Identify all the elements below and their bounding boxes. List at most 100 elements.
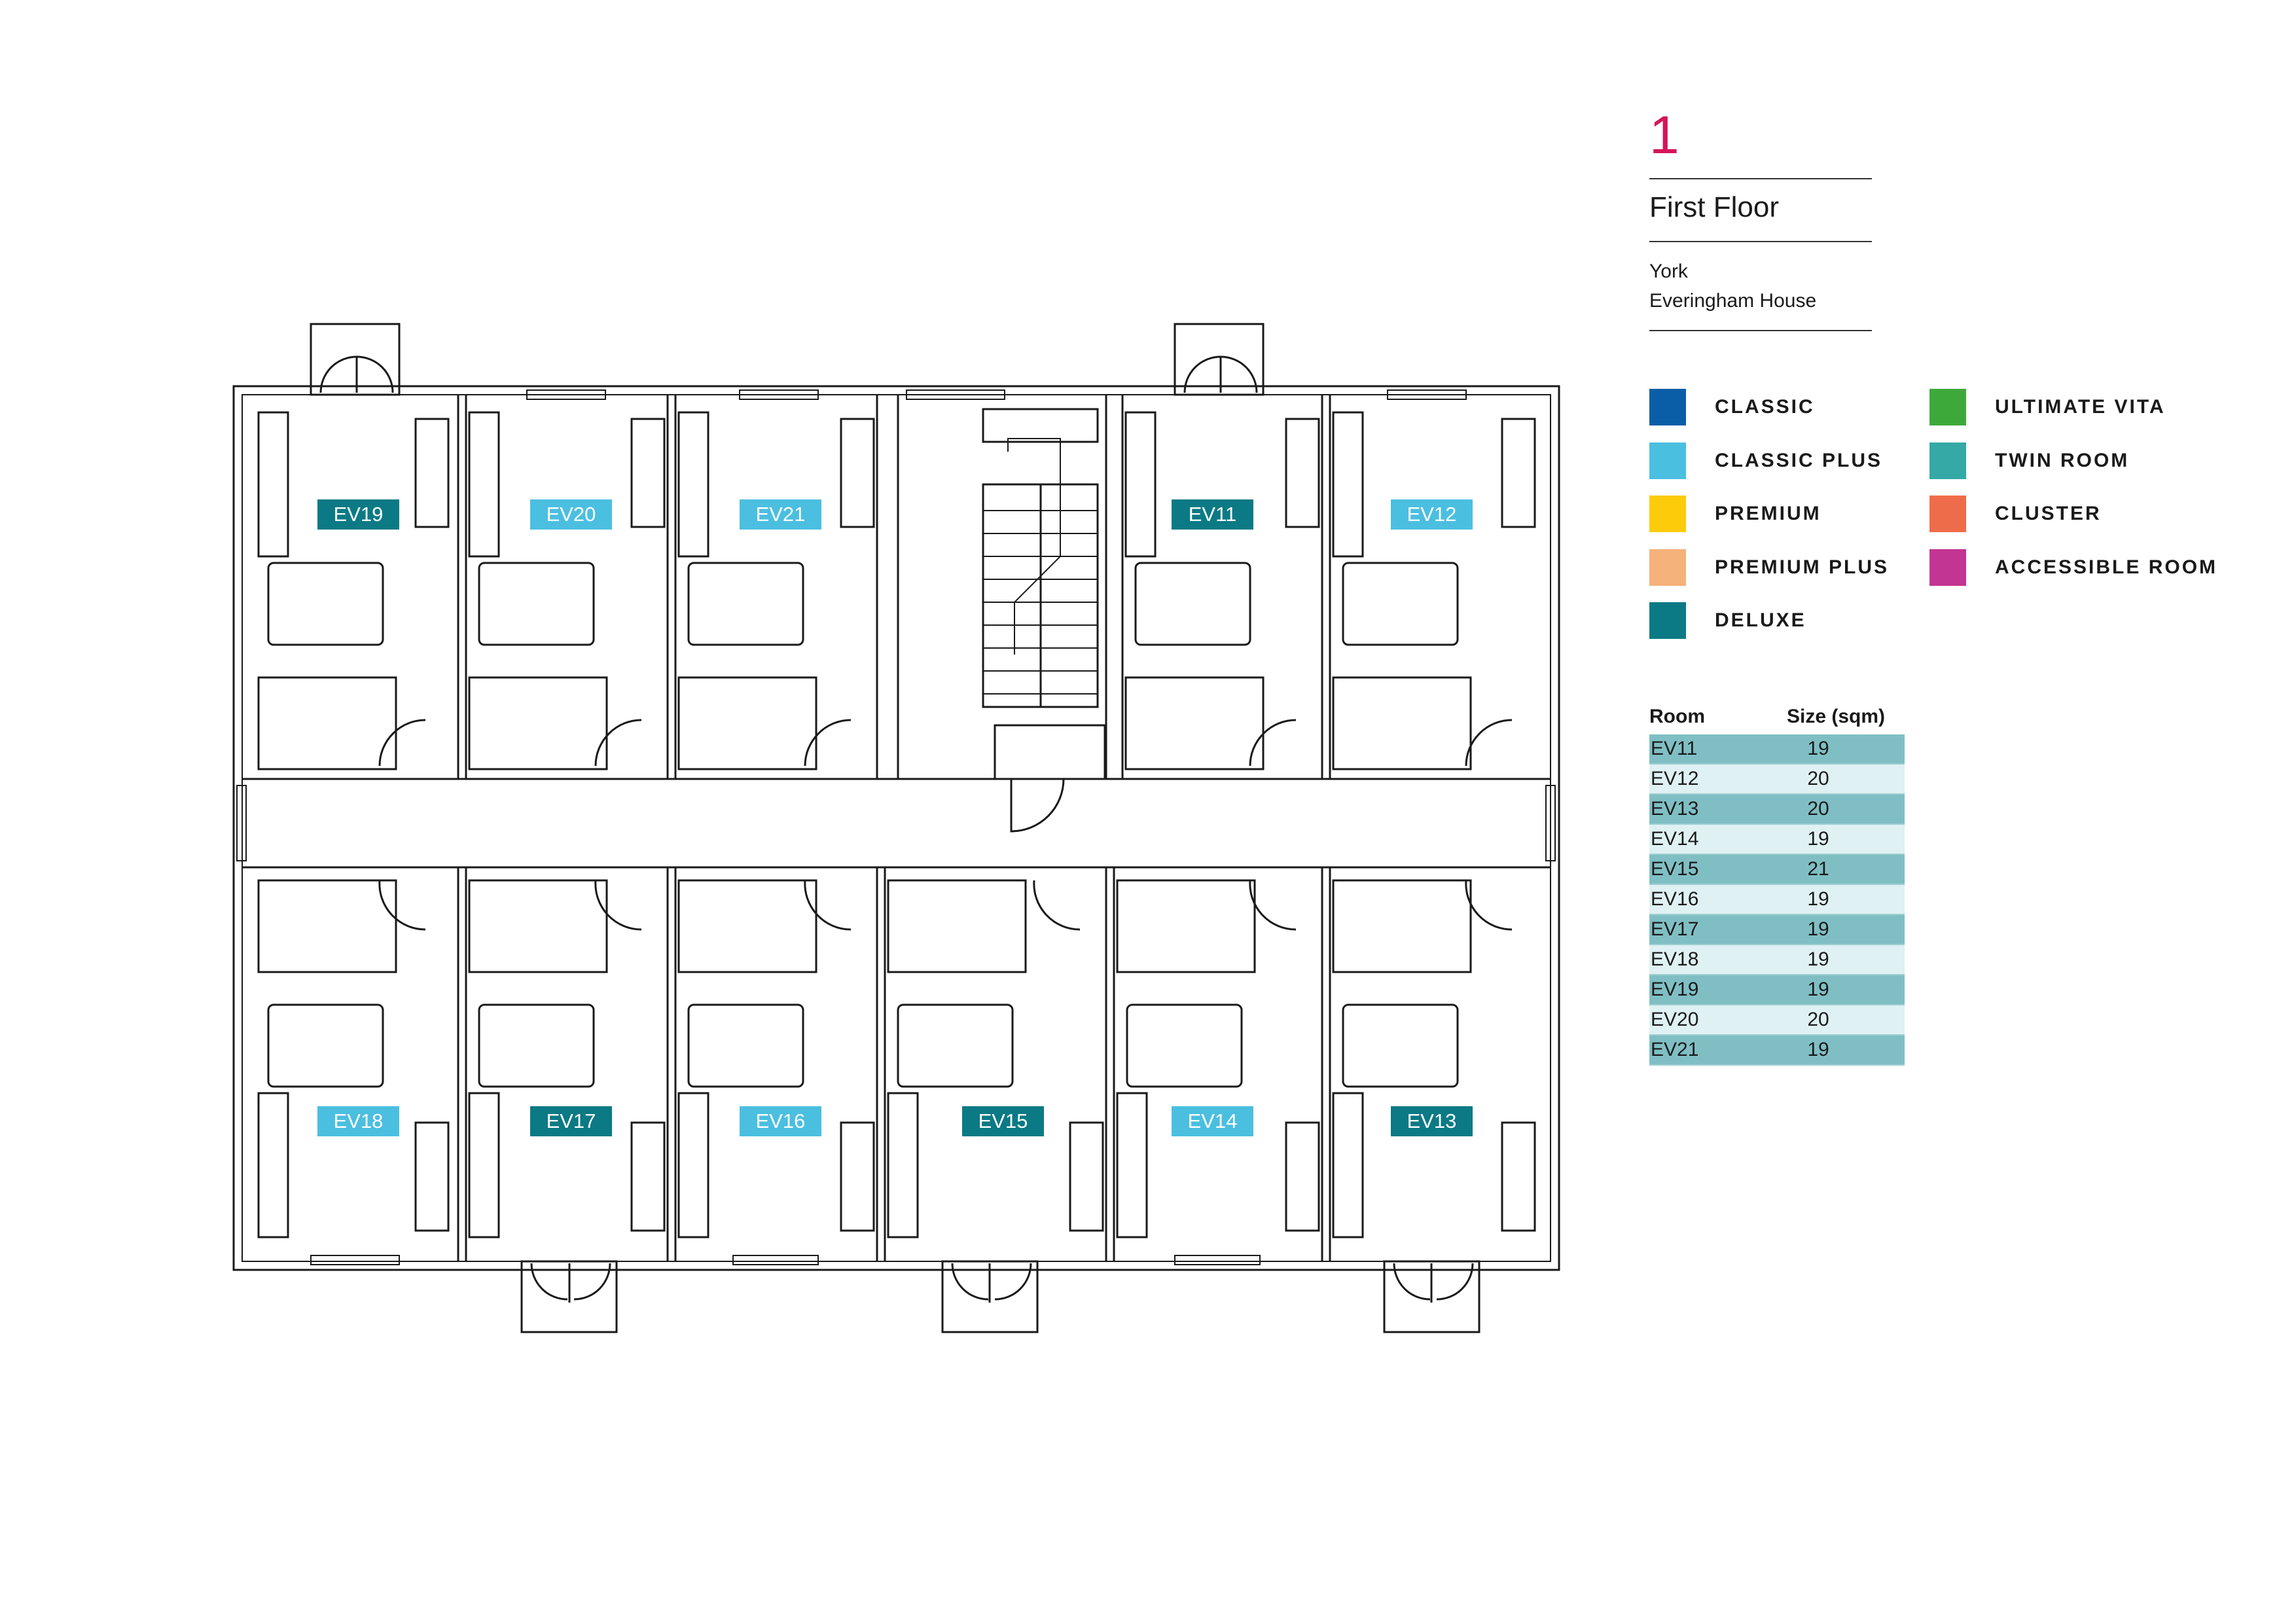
legend-label: ACCESSIBLE ROOM (1995, 556, 2218, 578)
bed (897, 1003, 1014, 1088)
desk (677, 411, 709, 558)
window-right (1545, 785, 1556, 861)
outer-wall (232, 385, 1560, 1271)
room-label-ev13[interactable]: EV13 (1391, 1106, 1473, 1136)
legend-swatch (1929, 496, 1966, 532)
bed (478, 562, 595, 646)
windows-bottom (310, 1255, 1261, 1265)
legend-label: CLASSIC (1715, 396, 1815, 418)
wardrobe (1501, 418, 1536, 528)
bed (687, 1003, 804, 1088)
table-row: EV14 19 (1649, 825, 1905, 855)
balcony-bottom-2 (941, 1260, 1039, 1333)
door-swing (378, 880, 426, 931)
door-swing (378, 719, 426, 767)
table-row: EV11 19 (1649, 734, 1905, 765)
column-header-room: Room (1649, 706, 1705, 727)
divider (1649, 178, 1872, 179)
desk (1332, 411, 1364, 558)
table-cell-room: EV14 (1651, 828, 1699, 850)
wardrobe (1069, 1121, 1104, 1232)
desk (257, 411, 289, 558)
table-cell-room: EV11 (1651, 738, 1698, 759)
table-cell-size: 20 (1807, 768, 1829, 789)
table-cell-size: 19 (1807, 888, 1829, 910)
table-cell-room: EV18 (1651, 948, 1699, 970)
wardrobe (1501, 1121, 1536, 1232)
table-cell-room: EV12 (1651, 768, 1699, 789)
bathroom-pod (1332, 676, 1472, 770)
legend-swatch (1929, 389, 1966, 425)
balcony-top-left (310, 323, 401, 396)
table-row: EV21 19 (1649, 1036, 1905, 1066)
room-label-ev11[interactable]: EV11 (1172, 499, 1253, 530)
bathroom-pod (468, 676, 608, 770)
bathroom-pod (257, 879, 397, 973)
table-cell-size: 19 (1807, 738, 1829, 759)
room-label-ev17[interactable]: EV17 (530, 1106, 612, 1136)
bathroom-pod (257, 676, 397, 770)
table-row: EV17 19 (1649, 915, 1905, 945)
legend-label: ULTIMATE VITA (1995, 396, 2166, 418)
room-label-ev14[interactable]: EV14 (1172, 1106, 1253, 1136)
room-label-ev12[interactable]: EV12 (1391, 499, 1473, 530)
table-cell-size: 21 (1807, 858, 1829, 880)
bed (478, 1003, 595, 1088)
legend-swatch (1649, 442, 1686, 479)
desk (468, 1092, 500, 1238)
desk (468, 411, 500, 558)
table-cell-room: EV13 (1651, 798, 1699, 820)
table-row: EV20 20 (1649, 1005, 1905, 1036)
bed (1134, 562, 1251, 646)
table-cell-size: 19 (1807, 1039, 1829, 1060)
door-swing (1249, 880, 1297, 931)
divider (1649, 241, 1872, 242)
legend-label: DELUXE (1715, 609, 1806, 631)
bathroom-pod (1116, 879, 1256, 973)
legend-swatch (1929, 549, 1966, 586)
door-swing (1249, 719, 1297, 767)
location-city: York (1649, 261, 1688, 282)
door-swing (594, 880, 642, 931)
legend-swatch (1649, 496, 1686, 532)
column-header-size: Size (sqm) (1787, 706, 1886, 727)
table-header: Room Size (sqm) (1649, 706, 1905, 734)
bathroom-pod (468, 879, 608, 973)
door-swing (804, 719, 852, 767)
desk (1124, 411, 1157, 558)
table-cell-size: 20 (1807, 798, 1829, 820)
door-swing (1465, 880, 1513, 931)
room-label-ev15[interactable]: EV15 (962, 1106, 1044, 1136)
room-label-ev21[interactable]: EV21 (740, 499, 821, 530)
table-cell-size: 19 (1807, 828, 1829, 850)
legend-label: TWIN ROOM (1995, 450, 2130, 471)
wardrobe (630, 418, 666, 528)
legend-swatch (1929, 442, 1966, 479)
room-label-ev19[interactable]: EV19 (317, 499, 399, 530)
room-label-ev20[interactable]: EV20 (530, 499, 612, 530)
stair-core (982, 408, 1106, 833)
legend-label: PREMIUM (1715, 503, 1821, 524)
window-left (236, 785, 247, 861)
bed (267, 1003, 384, 1088)
table-row: EV13 20 (1649, 795, 1905, 825)
wardrobe (1285, 1121, 1320, 1232)
table-cell-room: EV21 (1651, 1039, 1699, 1060)
bathroom-pod (677, 676, 817, 770)
desk (257, 1092, 289, 1238)
table-cell-size: 20 (1807, 1009, 1829, 1030)
table-cell-room: EV20 (1651, 1009, 1699, 1030)
windows-top (526, 389, 1467, 400)
table-cell-size: 19 (1807, 918, 1829, 940)
room-label-ev18[interactable]: EV18 (317, 1106, 399, 1136)
bed (687, 562, 804, 646)
bottom-room-dividers (457, 867, 1331, 1261)
table-cell-room: EV16 (1651, 888, 1699, 910)
top-room-dividers (457, 395, 1331, 779)
room-label-ev16[interactable]: EV16 (740, 1106, 821, 1136)
table-cell-room: EV17 (1651, 918, 1699, 940)
legend-swatch (1649, 549, 1686, 586)
